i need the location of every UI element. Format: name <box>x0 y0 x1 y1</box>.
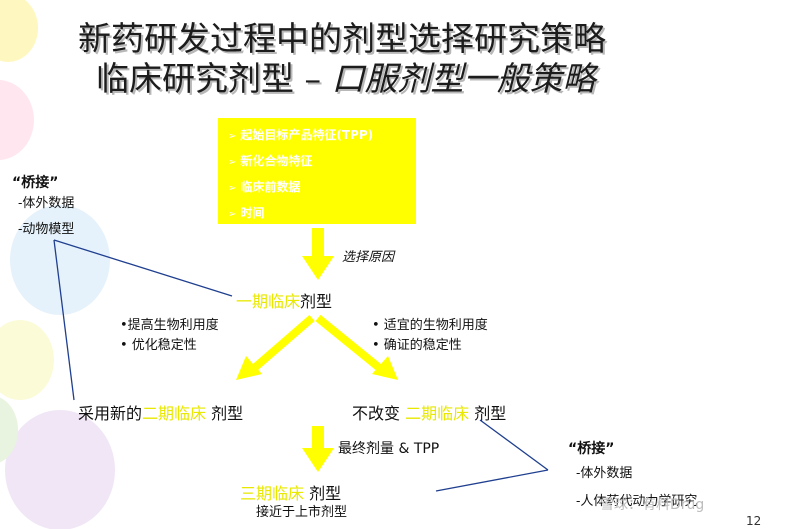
phase2-new-label: 采用新的二期临床 剂型 <box>78 404 244 423</box>
right-reason-2: • 确证的稳定性 <box>372 338 462 353</box>
title-line2-prefix: 临床研究剂型 – <box>96 59 332 98</box>
bullet-arrow-icon: ➢ <box>228 209 237 220</box>
slide-title-line1: 新药研发过程中的剂型选择研究策略 <box>78 19 606 58</box>
arrow-head-left-icon <box>236 356 262 380</box>
bridge-left-item-1: -体外数据 <box>18 196 75 211</box>
page-number: 12 <box>746 514 762 528</box>
bridge-left-item-2: -动物模型 <box>18 222 75 237</box>
title-line2-italic: 口服剂型一般策略 <box>331 59 596 98</box>
tpp-item: ➢起始目标产品特征(TPP) <box>228 128 374 142</box>
split-arrow-left <box>249 314 315 374</box>
balloon-blue <box>10 205 110 315</box>
balloon-yellow <box>0 320 54 400</box>
tpp-item: ➢时间 <box>228 206 265 220</box>
left-reason-2: • 优化稳定性 <box>120 338 197 353</box>
left-reason-1: •提高生物利用度 <box>120 318 219 333</box>
bridge-right-title: “桥接” <box>568 441 615 457</box>
split-arrow-right <box>315 314 385 374</box>
arrow-head-right-icon <box>372 356 398 380</box>
final-label: 最终剂量 & TPP <box>338 441 440 457</box>
bridge-right-item-2: -人体药代动力学研究 <box>576 494 698 509</box>
slide-title-line2: 临床研究剂型 – 口服剂型一般策略 <box>0 52 800 100</box>
bullet-arrow-icon: ➢ <box>228 157 237 168</box>
bridge-line-right-top <box>479 419 549 471</box>
bridge-line-right-bottom <box>435 469 549 492</box>
watermark: 雪球：有料Drug <box>600 497 705 513</box>
phase1-label: 一期临床剂型 <box>236 292 333 311</box>
tpp-item: ➢新化合物特征 <box>228 154 313 168</box>
bridge-line-left-down <box>53 239 75 401</box>
tpp-item: ➢临床前数据 <box>228 180 301 194</box>
balloon-pink <box>0 80 34 160</box>
tpp-box: ➢起始目标产品特征(TPP) ➢新化合物特征 ➢临床前数据 ➢时间 <box>218 118 416 224</box>
balloon-yellow-top <box>0 0 38 62</box>
down-arrow-final-icon <box>302 426 334 472</box>
arrow-label: 选择原因 <box>342 250 395 265</box>
right-reason-1: • 适宜的生物利用度 <box>372 318 488 333</box>
phase3-sub: 接近于上市剂型 <box>256 505 348 520</box>
balloon-purple <box>5 410 115 529</box>
bullet-arrow-icon: ➢ <box>228 131 237 142</box>
bridge-right-item-1: -体外数据 <box>576 466 633 481</box>
phase2-same-label: 不改变 二期临床 剂型 <box>352 404 507 423</box>
bridge-line-left-top <box>53 239 233 297</box>
phase3-label: 三期临床 剂型 <box>240 484 342 503</box>
down-arrow-icon <box>302 228 334 280</box>
bridge-left-title: “桥接” <box>12 175 59 191</box>
balloon-green <box>0 397 18 463</box>
bullet-arrow-icon: ➢ <box>228 183 237 194</box>
